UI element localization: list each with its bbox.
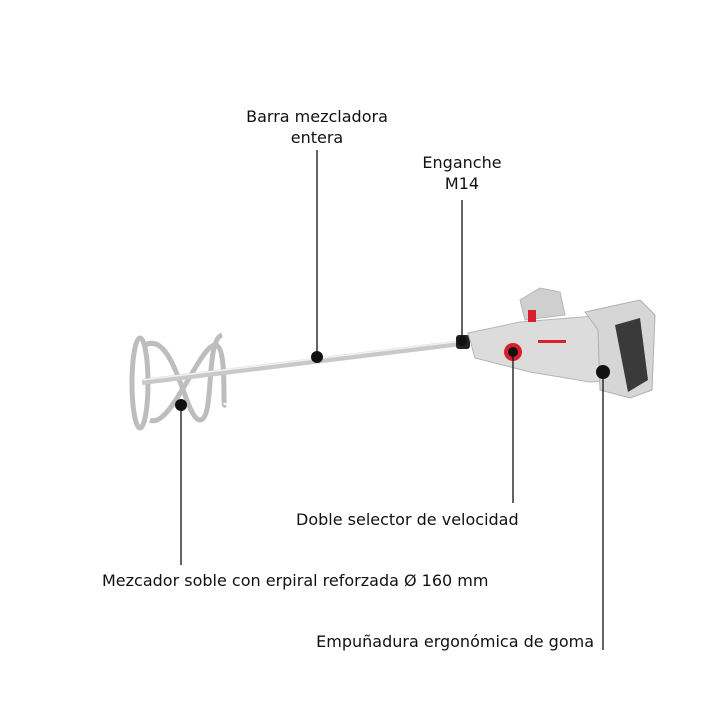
callout-dots — [175, 336, 610, 411]
mixing-bar — [141, 340, 463, 385]
callout-paddle: Mezcador soble con erpiral reforzada Ø 1… — [102, 571, 489, 590]
callout-mixing-bar-line1: Barra mezcladora — [246, 107, 388, 126]
callout-speed-selector: Doble selector de velocidad — [296, 510, 519, 529]
mixer-body — [467, 287, 656, 399]
callout-mixing-bar-line2: entera — [290, 128, 344, 147]
callout-grip: Empuñadura ergonómica de goma — [316, 632, 594, 651]
callout-coupling: Enganche M14 — [422, 152, 501, 194]
callout-mixing-bar: Barra mezcladora entera — [246, 106, 388, 148]
callout-coupling-line2: M14 — [444, 174, 480, 193]
callout-coupling-line1: Enganche — [422, 153, 502, 172]
leader-lines — [180, 150, 604, 650]
rubber-grip — [615, 318, 648, 392]
